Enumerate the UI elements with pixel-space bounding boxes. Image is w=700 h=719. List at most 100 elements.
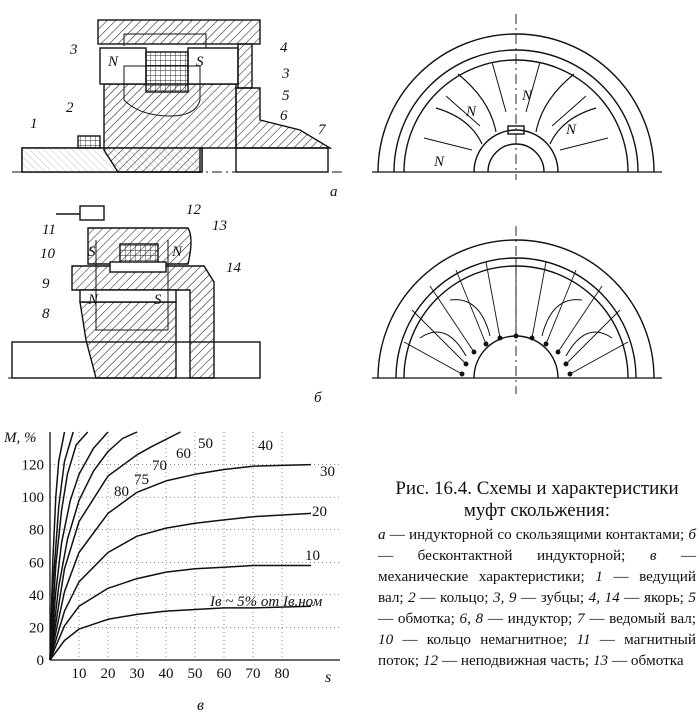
panel-label-b: б	[314, 390, 322, 406]
caption-key: в	[649, 547, 657, 564]
caption-key: 11	[576, 631, 591, 648]
svg-text:8: 8	[42, 306, 50, 322]
svg-text:N: N	[465, 104, 477, 120]
caption-text: — ведомый вал;	[584, 610, 696, 627]
caption-key: 1	[595, 568, 603, 585]
svg-text:N: N	[171, 244, 183, 260]
x-tick-label: 70	[246, 666, 261, 682]
y-tick-label: 0	[37, 653, 45, 669]
panel-b-section	[8, 205, 262, 379]
y-tick-label: 40	[29, 588, 44, 604]
series-line-10	[49, 564, 311, 661]
svg-text:2: 2	[66, 100, 74, 116]
svg-text:3: 3	[281, 66, 290, 82]
caption-text: — магнитный поток;	[378, 631, 696, 669]
current-annotation: Iв ~ 5% от Iв.ном	[209, 594, 323, 610]
panel-b-crosssection	[372, 226, 662, 394]
y-tick-label: 100	[22, 490, 45, 506]
x-tick-label: 20	[101, 666, 116, 682]
caption-text: — неподвижная часть;	[438, 652, 593, 669]
y-tick-label: 120	[22, 458, 45, 474]
svg-text:N: N	[521, 88, 533, 104]
caption-key: 7	[576, 610, 585, 627]
svg-text:N: N	[565, 122, 577, 138]
mechanical-characteristics-chart: 0 20 40 60 80 100 120 10 20 30 40 50 60 70 80 10 20 30 40 5…	[3, 430, 340, 714]
series-label-50: 50	[198, 436, 213, 452]
svg-text:6: 6	[280, 108, 288, 124]
clutch-diagrams: N S 1 2 3 4 3 5 6 7 а N N N N	[8, 14, 662, 406]
series-line-40	[49, 431, 181, 661]
caption-text: — обмотка	[608, 652, 684, 669]
series-label-40: 40	[258, 438, 273, 454]
series-line-5	[49, 605, 312, 661]
x-tick-label: 80	[275, 666, 290, 682]
series-line-60	[49, 431, 109, 661]
svg-text:12: 12	[186, 202, 202, 218]
x-tick-label: 40	[159, 666, 174, 682]
y-tick-label: 60	[29, 555, 44, 571]
x-tick-label: 30	[130, 666, 145, 682]
series-label-20: 20	[312, 504, 327, 520]
series-line-30	[49, 463, 312, 661]
y-tick-label: 80	[29, 523, 44, 539]
svg-text:9: 9	[42, 276, 50, 292]
caption-text: — индуктор;	[483, 610, 577, 627]
svg-text:11: 11	[42, 222, 56, 238]
caption-legend: а — индукторной со скользящими контактам…	[378, 524, 696, 671]
panel-b-labels: S N N S 12 13 11 10 14 9 8 б	[40, 202, 322, 406]
caption-text: — механические характеристики;	[378, 547, 696, 585]
pole-n-a: N	[107, 54, 119, 70]
panel-label-a: а	[330, 184, 338, 200]
series-label-75: 75	[134, 472, 149, 488]
chart-series	[49, 431, 312, 661]
caption-key: 3, 9	[492, 589, 517, 606]
series-line-70	[49, 431, 89, 661]
svg-text:3: 3	[69, 42, 78, 58]
svg-text:S: S	[88, 244, 96, 260]
svg-text:13: 13	[212, 218, 227, 234]
panel-a-labels: N S 1 2 3 4 3 5 6 7 а	[30, 40, 338, 200]
caption-key: б	[688, 526, 696, 543]
x-tick-label: 50	[188, 666, 203, 682]
svg-text:10: 10	[40, 246, 56, 262]
svg-text:4: 4	[280, 40, 288, 56]
caption-text: — зубцы;	[516, 589, 589, 606]
x-tick-label: 60	[217, 666, 232, 682]
chart-axes	[49, 432, 340, 661]
caption-key: а	[378, 526, 386, 543]
series-line-20	[49, 512, 312, 661]
panel-a-section	[12, 19, 345, 173]
caption-key: 4, 14	[588, 589, 620, 606]
series-line-50	[49, 431, 138, 661]
caption-text: — индукторной со скользящими контактами;	[385, 526, 689, 543]
y-tick-label: 20	[29, 620, 44, 636]
series-label-60: 60	[176, 446, 191, 462]
series-label-10: 10	[305, 548, 320, 564]
svg-text:14: 14	[226, 260, 242, 276]
caption-text: — якорь;	[619, 589, 689, 606]
y-axis-title: M, %	[3, 430, 37, 446]
caption-text: — бесконтактной индукторной;	[378, 547, 650, 564]
series-line-80	[49, 431, 66, 661]
caption-key: 2	[408, 589, 416, 606]
series-label-30: 30	[320, 464, 335, 480]
svg-text:S: S	[154, 292, 162, 308]
series-label-80: 80	[114, 484, 129, 500]
chart-labels: 0 20 40 60 80 100 120 10 20 30 40 50 60 70 80 10 20 30 40 5…	[22, 436, 336, 682]
pole-s-a: S	[196, 54, 204, 70]
caption-text: — ведущий вал;	[378, 568, 696, 606]
caption-text: — обмотка;	[378, 610, 460, 627]
caption-key: 5	[688, 589, 697, 606]
caption-key: 12	[422, 652, 439, 669]
series-label-70: 70	[152, 458, 167, 474]
svg-text:N: N	[87, 292, 99, 308]
svg-text:N: N	[433, 154, 445, 170]
caption-title: Рис. 16.4. Схемы и характеристики муфт с…	[395, 478, 679, 521]
panel-b-field-lines	[403, 258, 629, 377]
caption-key: 6, 8	[459, 610, 484, 627]
figure-caption: Рис. 16.4. Схемы и характеристики муфт с…	[378, 478, 696, 671]
svg-text:7: 7	[318, 122, 327, 138]
x-tick-label: 10	[72, 666, 87, 682]
svg-text:1: 1	[30, 116, 38, 132]
caption-key: 13	[592, 652, 609, 669]
